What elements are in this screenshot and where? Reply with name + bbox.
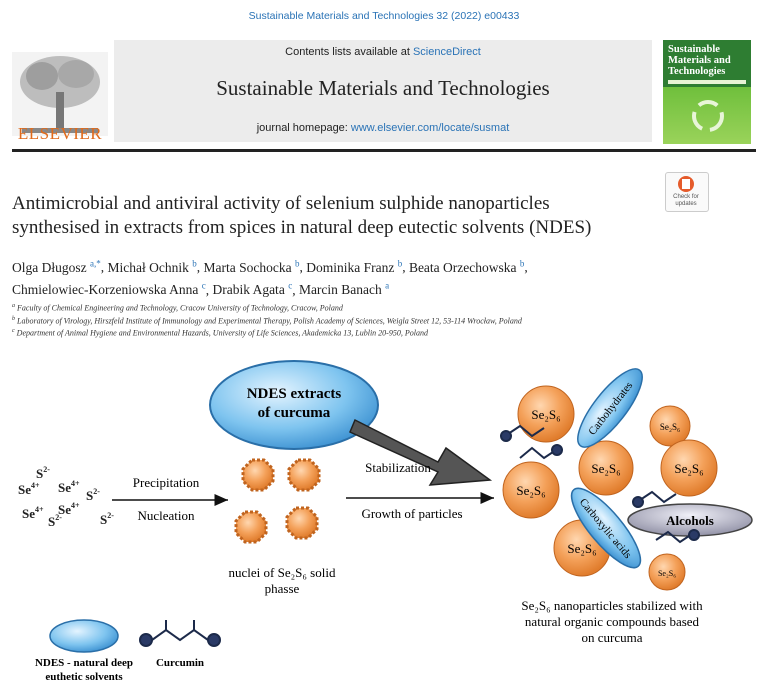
cover-title: Sustainable Materials and Technologies <box>668 44 731 77</box>
legend-curcumin-label: Curcumin <box>156 657 204 669</box>
nuclei-caption-2: phasse <box>265 581 300 596</box>
stabilization-label: Stabilization <box>365 460 431 475</box>
author[interactable]: Michał Ochnik b <box>107 258 197 275</box>
journal-banner <box>114 40 652 142</box>
ion-se: Se4+ <box>22 505 44 521</box>
legend-ndes-label-1: NDES - natural deep <box>35 657 133 669</box>
ion-cluster: S2- Se4+ Se4+ S2- Se4+ Se4+ S2- S2- <box>18 465 114 529</box>
growth-label: Growth of particles <box>361 506 462 521</box>
precipitation-label: Precipitation <box>133 475 200 490</box>
header-rule <box>12 149 756 152</box>
elsevier-wordmark: ELSEVIER <box>17 124 103 143</box>
elsevier-tree-logo <box>12 52 108 136</box>
alcohols-label: Alcohols <box>666 513 714 528</box>
nanoparticle-label: Se₂S₆ <box>660 422 680 432</box>
nanoparticle <box>578 440 634 496</box>
graphical-abstract: NDES extracts of curcuma S2- Se4+ Se4+ S… <box>18 360 753 683</box>
nucleus <box>285 506 319 540</box>
result-caption-3: on curcuma <box>581 630 642 645</box>
ion-s: S2- <box>100 511 114 527</box>
ndes-extract-label-2: of curcuma <box>258 405 331 421</box>
nanoparticle <box>502 461 560 519</box>
nanoparticle-label: Se₂S₆ <box>658 569 676 578</box>
ion-se: Se4+ <box>18 481 40 497</box>
nucleation-label: Nucleation <box>137 508 195 523</box>
ion-s: S2- <box>48 513 62 529</box>
curcumin-molecule-icon <box>632 490 700 544</box>
ion-s: S2- <box>86 487 100 503</box>
author[interactable]: Chmielowiec-Korzeniowska Anna c <box>12 280 206 298</box>
nuclei-group <box>234 458 321 544</box>
bookmark-icon <box>678 176 694 192</box>
nanoparticle <box>648 553 686 591</box>
journal-citation[interactable]: Sustainable Materials and Technologies 3… <box>248 10 520 22</box>
journal-cover[interactable] <box>663 40 751 144</box>
curcumin-molecule-icon <box>500 424 563 460</box>
legend-curcumin-icon <box>139 620 221 647</box>
article-title-line-2: synthesised in extracts from spices in n… <box>12 217 592 238</box>
nucleus <box>241 458 275 492</box>
journal-title: Sustainable Materials and Technologies <box>216 76 550 100</box>
homepage-link[interactable]: www.elsevier.com/locate/susmat <box>350 122 510 134</box>
nanoparticle-label: Se₂S₆ <box>591 461 620 476</box>
nanoparticle <box>517 385 575 443</box>
nuclei-caption-1: nuclei of Se₂S₆ solid <box>229 565 336 580</box>
nanoparticle <box>660 439 718 497</box>
author[interactable]: Marcin Banach a <box>298 280 390 298</box>
nucleus <box>234 510 268 544</box>
recycle-icon <box>692 100 724 132</box>
result-caption-2: natural organic compounds based <box>525 614 700 629</box>
affiliation: b Laboratory of Virology, Hirszfeld Inst… <box>12 316 522 326</box>
author[interactable]: Marta Sochocka b <box>203 258 300 275</box>
ndes-extract-ellipse <box>209 360 379 450</box>
diagonal-arrow <box>349 418 493 486</box>
cover-subtitle-bar <box>668 80 746 84</box>
affiliation: a Faculty of Chemical Engineering and Te… <box>12 303 343 313</box>
author[interactable]: Olga Długosz a,* <box>12 258 101 275</box>
legend-ndes-ellipse <box>49 619 119 653</box>
article-title-line-1: Antimicrobial and antiviral activity of … <box>12 193 550 214</box>
legend-ndes-label-2: euthetic solvents <box>45 671 123 683</box>
carbohydrates-ellipse <box>577 368 643 448</box>
nanoparticle-label: Se₂S₆ <box>531 407 560 422</box>
contents-line: Contents lists available at ScienceDirec… <box>114 46 652 58</box>
ion-se: Se4+ <box>58 479 80 495</box>
ndes-extract-label-1: NDES extracts <box>247 386 342 402</box>
carboxylic-acids-ellipse <box>570 487 642 569</box>
author[interactable]: Drabik Agata c <box>212 280 293 298</box>
author-list: Olga Długosz a,*, Michał Ochnik b, Marta… <box>12 258 528 298</box>
result-caption-1: Se₂S₆ nanoparticles stabilized with <box>521 598 703 613</box>
check-for-updates-label: Check for updates <box>673 194 699 207</box>
article-title: Antimicrobial and antiviral activity of … <box>12 192 652 240</box>
nucleus <box>287 458 321 492</box>
homepage-prefix: journal homepage: <box>256 122 351 134</box>
nanoparticle-label: Se₂S₆ <box>516 483 545 498</box>
nanoparticle <box>649 405 691 447</box>
sciencedirect-link[interactable]: ScienceDirect <box>412 46 481 58</box>
affiliation: c Department of Animal Hygiene and Envir… <box>12 328 428 338</box>
author[interactable]: Dominika Franz b <box>306 258 403 275</box>
contents-prefix: Contents lists available at <box>285 46 413 58</box>
nanoparticle-label: Se₂S₆ <box>674 461 703 476</box>
author[interactable]: Beata Orzechowska b <box>408 258 525 275</box>
nanoparticle-label: Se₂S₆ <box>567 541 596 556</box>
ion-s: S2- <box>36 465 50 481</box>
homepage-line: journal homepage: www.elsevier.com/locat… <box>114 122 652 134</box>
